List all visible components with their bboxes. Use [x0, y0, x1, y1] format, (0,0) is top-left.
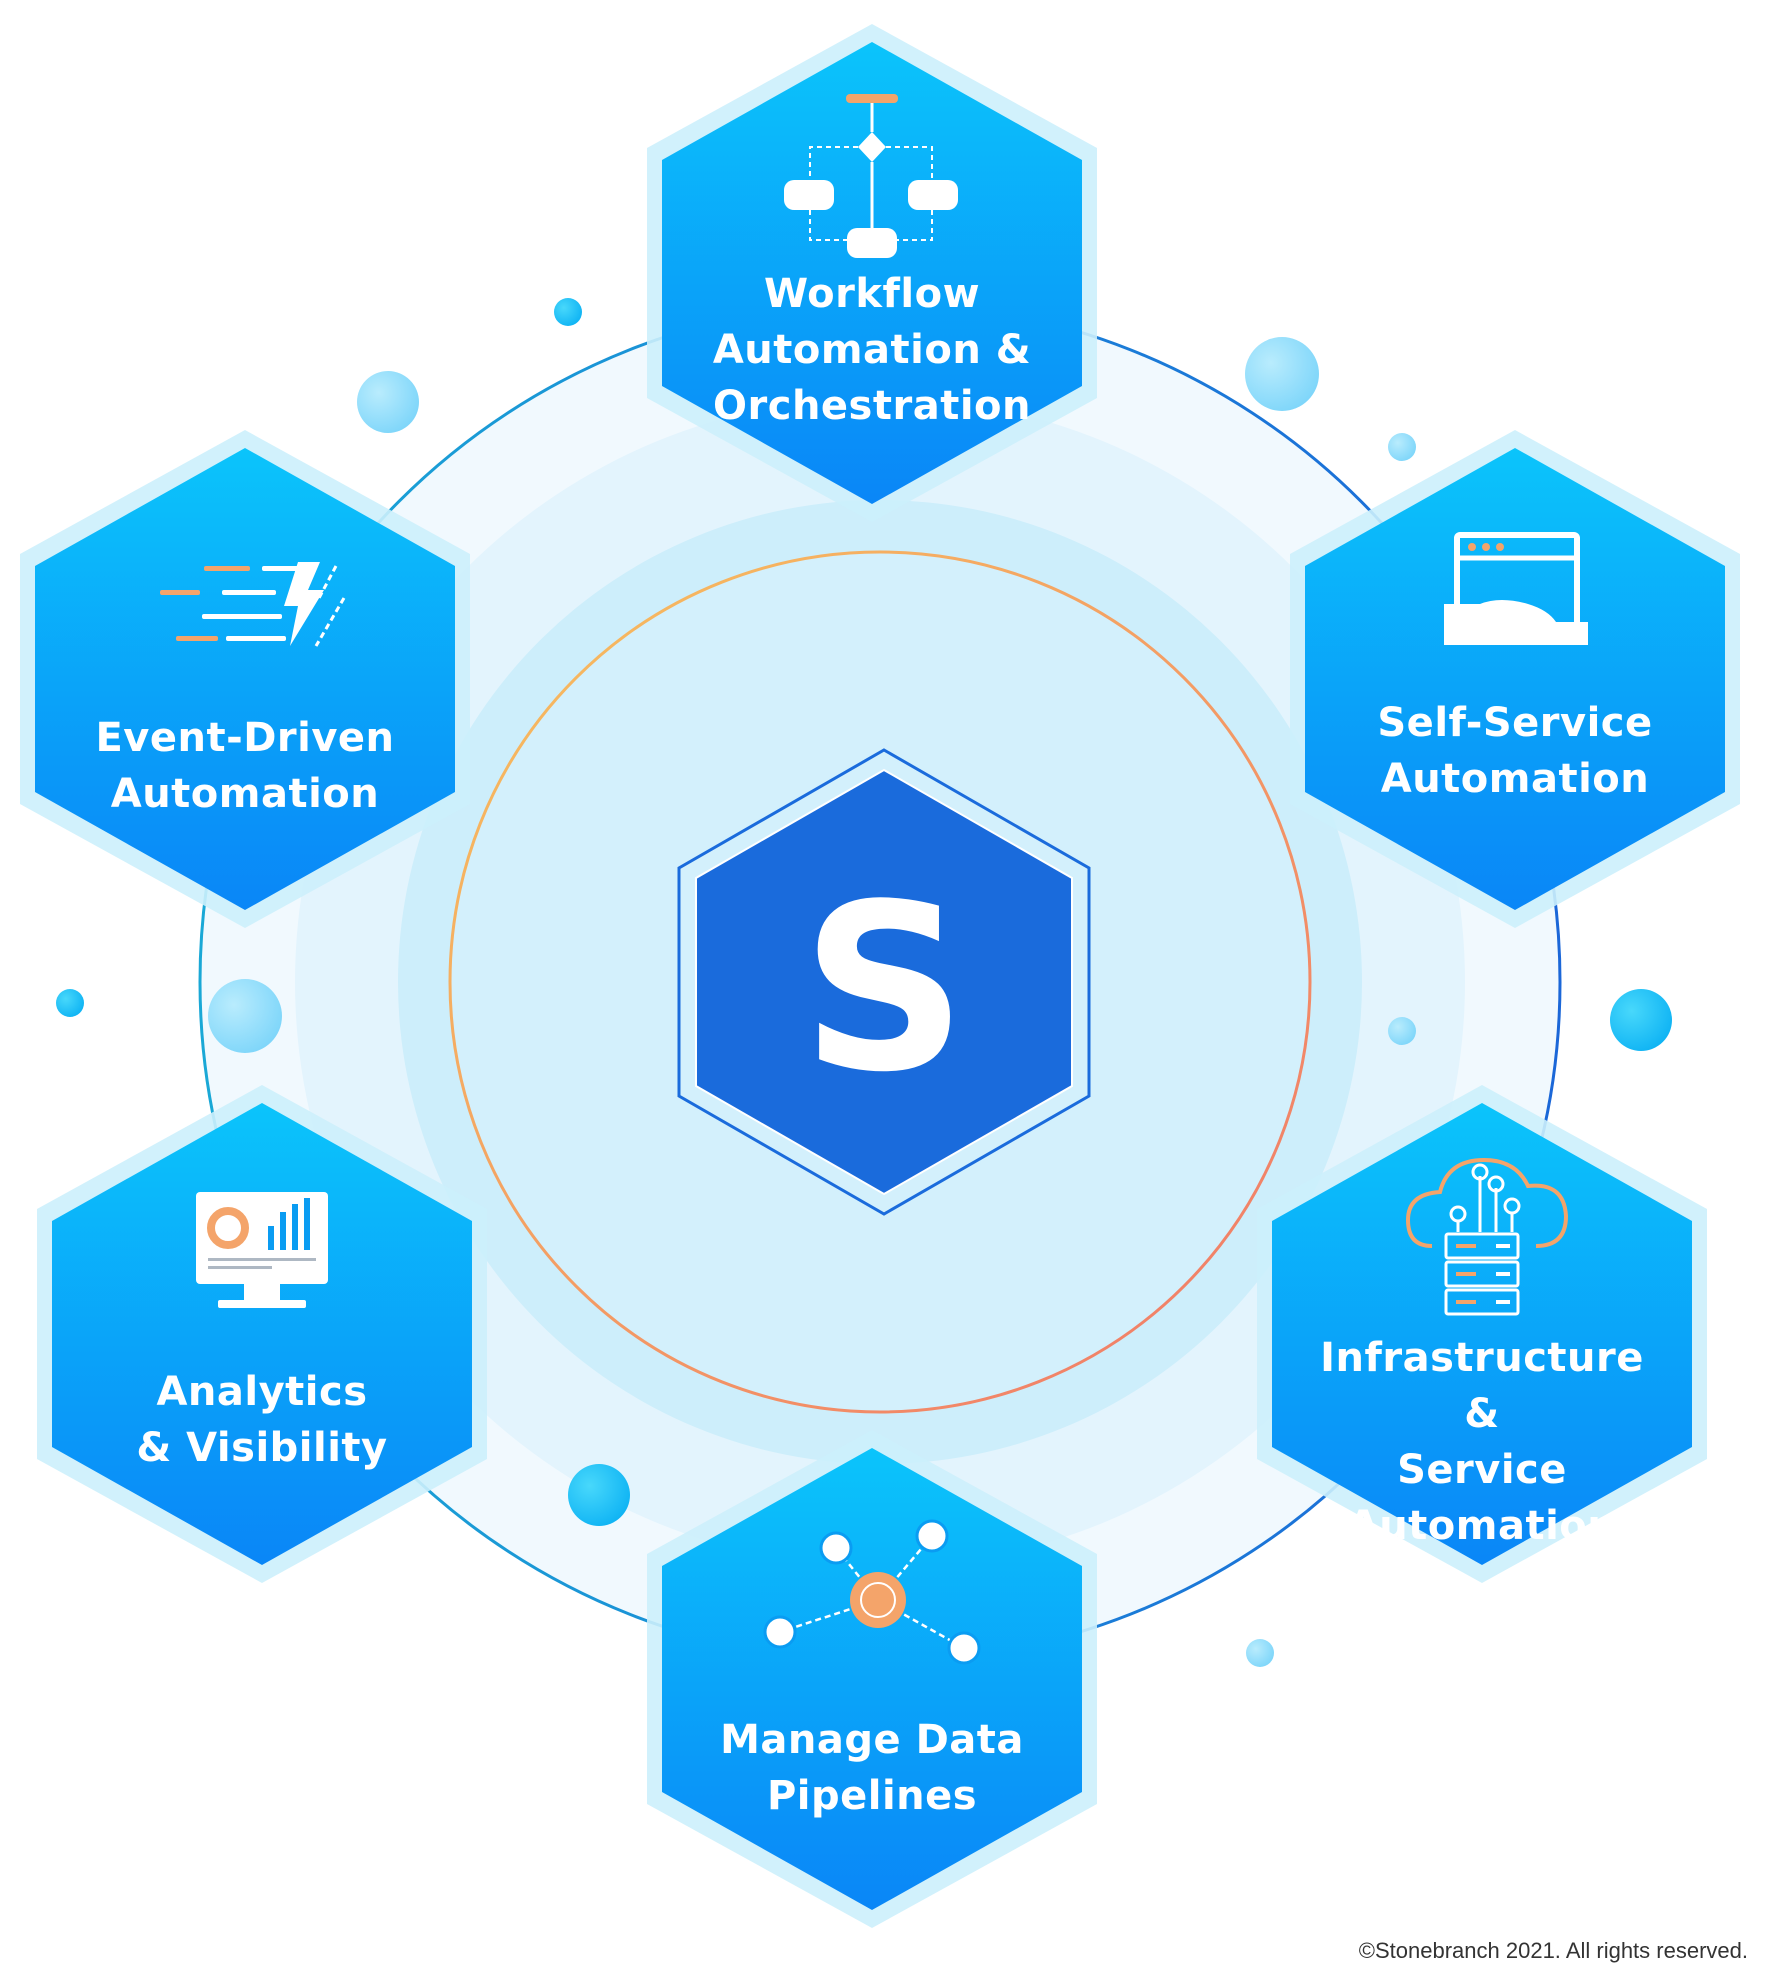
bubble	[1245, 337, 1319, 411]
hex-event-driven	[35, 448, 455, 910]
data-nodes-icon	[763, 1519, 981, 1665]
hex-workflow	[662, 42, 1082, 504]
bubble	[554, 298, 582, 326]
cloud-server-icon	[1405, 1157, 1569, 1316]
bubble	[1246, 1639, 1274, 1667]
center-letter: S	[801, 856, 967, 1123]
node-label-self-service: Self-Service Automation	[1335, 695, 1695, 807]
label-line: Automation	[110, 771, 380, 817]
node-label-analytics: Analytics & Visibility	[82, 1364, 442, 1476]
label-line: Event-Driven	[95, 715, 395, 761]
lightning-speed-icon	[160, 562, 346, 647]
label-line: Manage Data	[720, 1717, 1024, 1763]
label-line: Pipelines	[766, 1773, 978, 1819]
bubble	[357, 371, 419, 433]
node-hexes	[20, 24, 1740, 1928]
center-hex-outline	[677, 748, 1091, 1216]
label-line: Infrastructure &	[1320, 1335, 1644, 1437]
label-line: & Visibility	[136, 1425, 388, 1471]
bubble	[1388, 433, 1416, 461]
hex-self-service	[1305, 448, 1725, 910]
label-line: Orchestration	[713, 383, 1031, 429]
label-line: Service	[1397, 1447, 1567, 1493]
node-label-infrastructure: Infrastructure & Service Automation	[1302, 1330, 1662, 1554]
label-line: Workflow	[763, 271, 981, 317]
workflow-diagram-icon	[784, 94, 958, 258]
browser-hand-icon	[1444, 532, 1588, 645]
label-line: Automation	[1380, 756, 1650, 802]
hex-analytics	[52, 1103, 472, 1565]
label-line: Automation &	[712, 327, 1032, 373]
bubble	[568, 1464, 630, 1526]
bubble	[208, 979, 282, 1053]
node-label-pipelines: Manage Data Pipelines	[692, 1712, 1052, 1824]
label-line: Analytics	[156, 1369, 368, 1415]
hex-infrastructure	[1272, 1103, 1692, 1565]
center-hex	[695, 768, 1073, 1196]
bubble	[1388, 1017, 1416, 1045]
label-line: Automation	[1347, 1503, 1617, 1549]
node-label-event-driven: Event-Driven Automation	[65, 710, 425, 822]
monitor-chart-icon	[196, 1192, 328, 1308]
node-label-workflow: Workflow Automation & Orchestration	[692, 266, 1052, 434]
hex-pipelines	[662, 1448, 1082, 1910]
label-line: Self-Service	[1377, 700, 1653, 746]
bubble	[56, 989, 84, 1017]
bubble	[1610, 989, 1672, 1051]
copyright-text: ©Stonebranch 2021. All rights reserved.	[1358, 1938, 1748, 1963]
